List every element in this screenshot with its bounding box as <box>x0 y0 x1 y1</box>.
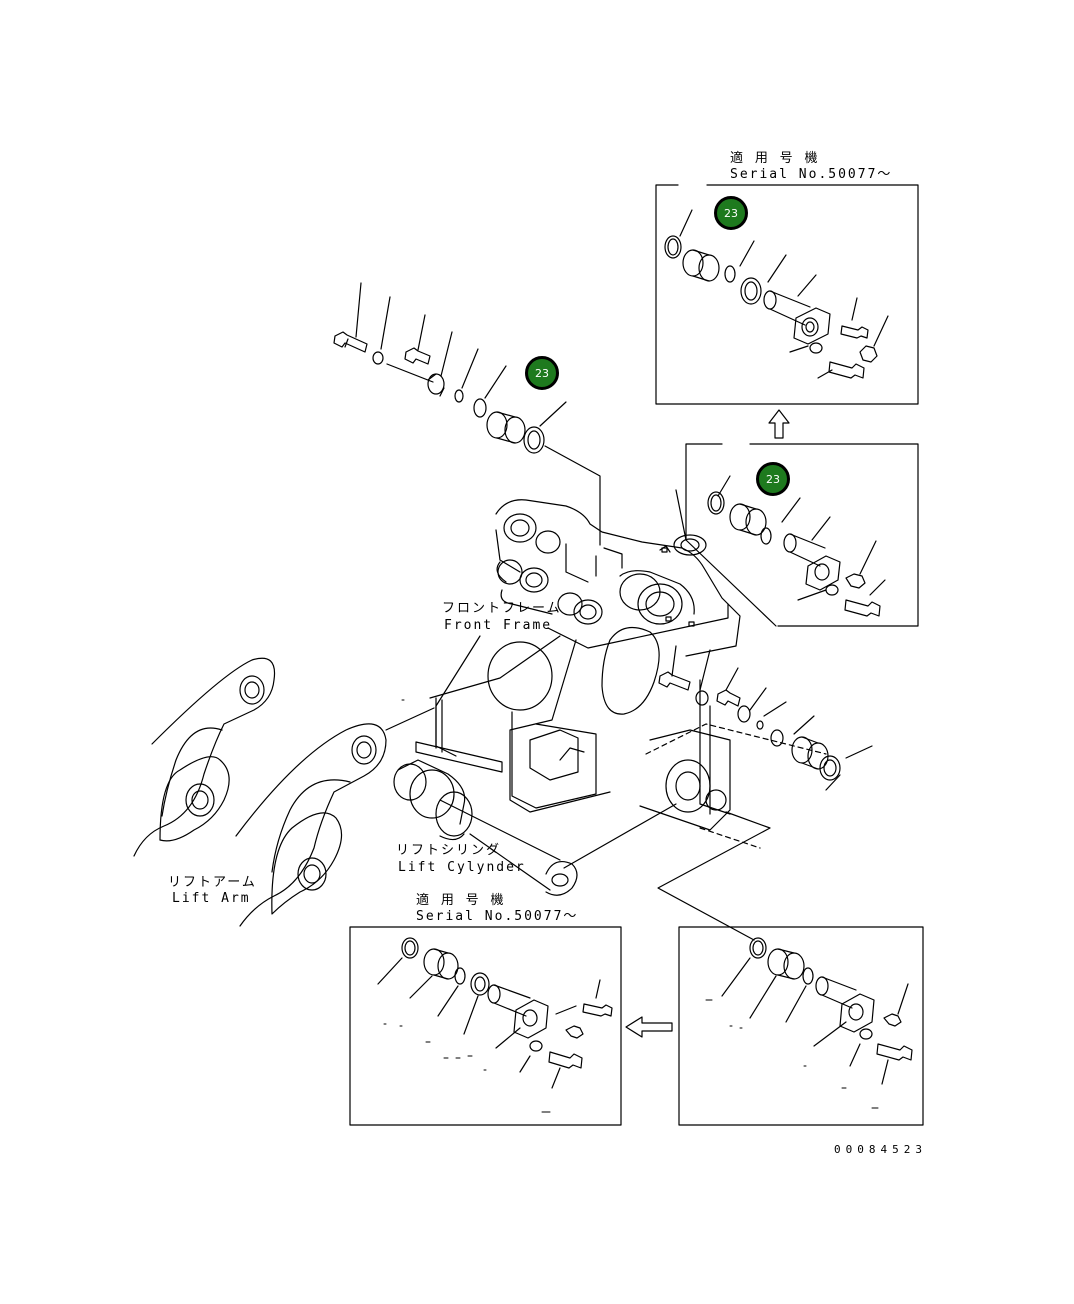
serial-bottom-jp-label: 適 用 号 機 <box>416 893 506 908</box>
lift-arm-en-label: Lift Arm <box>172 891 251 906</box>
mid-inset-parts <box>675 475 886 627</box>
bottom-left-inset-box <box>349 926 622 1126</box>
lift-cylinder-jp-label: リフトシリンダ <box>396 843 502 858</box>
front-frame-jp-label: フロントフレーム <box>442 601 562 616</box>
top-inset-parts <box>664 209 889 379</box>
lift-cylinder-drawing <box>393 759 677 896</box>
front-frame-drawing <box>415 499 827 941</box>
up-arrow-icon <box>768 409 790 439</box>
lift-arm-jp-label: リフトアーム <box>168 875 257 890</box>
left-arrow-icon <box>625 1016 673 1038</box>
bottom-left-inset-parts <box>377 937 613 1089</box>
serial-top-en-label: Serial No.50077～ <box>730 167 893 182</box>
drawing-reference-number: 00084523 <box>834 1143 927 1156</box>
callout-23-mid-inset[interactable]: 23 <box>756 462 790 496</box>
front-frame-en-label: Front Frame <box>444 618 553 633</box>
serial-top-jp-label: 適 用 号 機 <box>730 151 820 166</box>
pin-parts-stack-top <box>333 282 601 546</box>
callout-23-top-inset[interactable]: 23 <box>714 196 748 230</box>
mid-inset-box <box>685 443 919 627</box>
bottom-right-inset-box <box>678 926 924 1126</box>
lift-arm-drawing <box>133 657 435 927</box>
pin-parts-stack-right <box>658 645 873 791</box>
scan-specks <box>383 699 879 1113</box>
callout-23-main[interactable]: 23 <box>525 356 559 390</box>
top-inset-box <box>655 184 919 405</box>
lift-cylinder-en-label: Lift Cylynder <box>398 860 526 875</box>
bottom-right-inset-parts <box>721 937 913 1085</box>
serial-bottom-en-label: Serial No.50077～ <box>416 909 579 924</box>
